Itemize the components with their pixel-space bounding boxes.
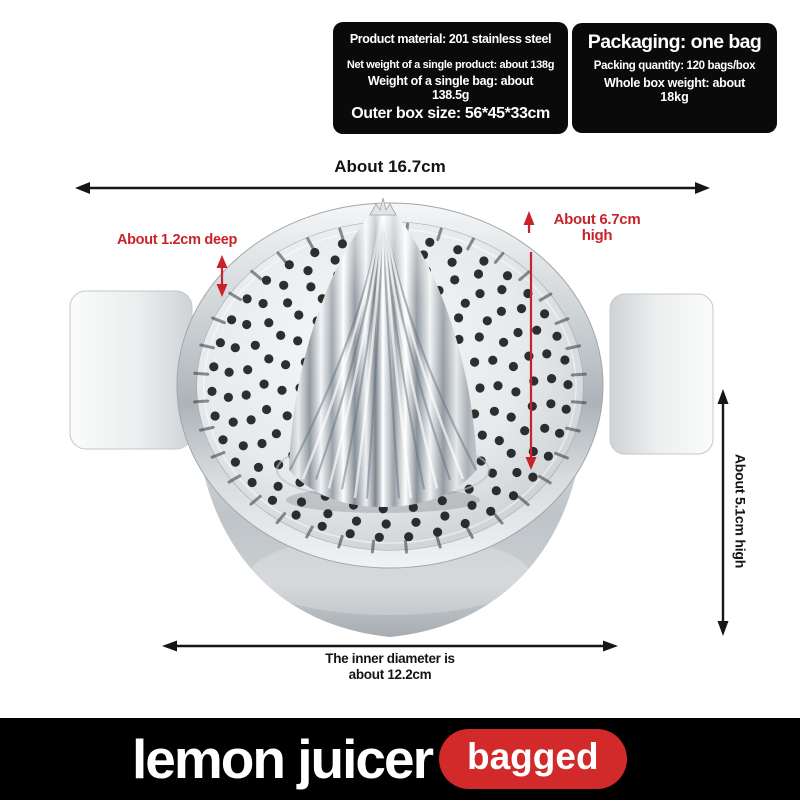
- rim-depth-arrow: [216, 255, 228, 297]
- title-banner: lemon juicer bagged: [0, 718, 800, 800]
- cone-tip-ornament: [369, 197, 397, 216]
- right-handle: [609, 293, 714, 455]
- spec-net-weight: Net weight of a single product: about 13…: [346, 59, 555, 71]
- rim-slot-marks: [193, 222, 587, 554]
- inner-diameter-label: The inner diameter is about 12.2cm: [240, 651, 540, 682]
- bowl-height-label: About 5.1cm high: [732, 453, 749, 569]
- cone-height-line2: high: [581, 227, 613, 245]
- rim-depth-label: About 1.2cm deep: [116, 232, 238, 248]
- overall-width-label: About 16.7cm: [334, 157, 446, 176]
- spec-material: Product material: 201 stainless steel: [349, 32, 552, 46]
- spec-box-weight-line2: 18kg: [660, 90, 689, 104]
- left-handle: [69, 290, 193, 450]
- spec-outer-box-size: Outer box size: 56*45*33cm: [351, 105, 550, 122]
- spec-box-left: Product material: 201 stainless steel Ne…: [333, 22, 568, 134]
- cone-height-arrow: [523, 211, 537, 470]
- cone-height-line1: About 6.7cm: [553, 211, 641, 228]
- bowl-height-arrow: [717, 389, 729, 636]
- spec-packing-quantity: Packing quantity: 120 bags/box: [593, 60, 756, 72]
- spec-bag-weight-line2: 138.5g: [431, 88, 470, 102]
- cone-ribs: [289, 205, 477, 507]
- product-title: lemon juicer: [132, 728, 434, 790]
- cone-height-label: About 6.7cm high: [531, 211, 663, 245]
- spec-packaging: Packaging: one bag: [587, 31, 762, 53]
- spec-box-weight-line1: Whole box weight: about: [603, 76, 745, 90]
- inner-diameter-arrow: [162, 640, 618, 652]
- spec-box-right: Packaging: one bag Packing quantity: 120…: [572, 23, 777, 133]
- spec-bag-weight-line1: Weight of a single bag: about: [367, 74, 534, 88]
- inner-diameter-line2: about 12.2cm: [348, 666, 432, 682]
- width-arrow: [75, 182, 710, 194]
- bagged-badge: bagged: [438, 729, 627, 789]
- inner-diameter-line1: The inner diameter is: [325, 651, 455, 666]
